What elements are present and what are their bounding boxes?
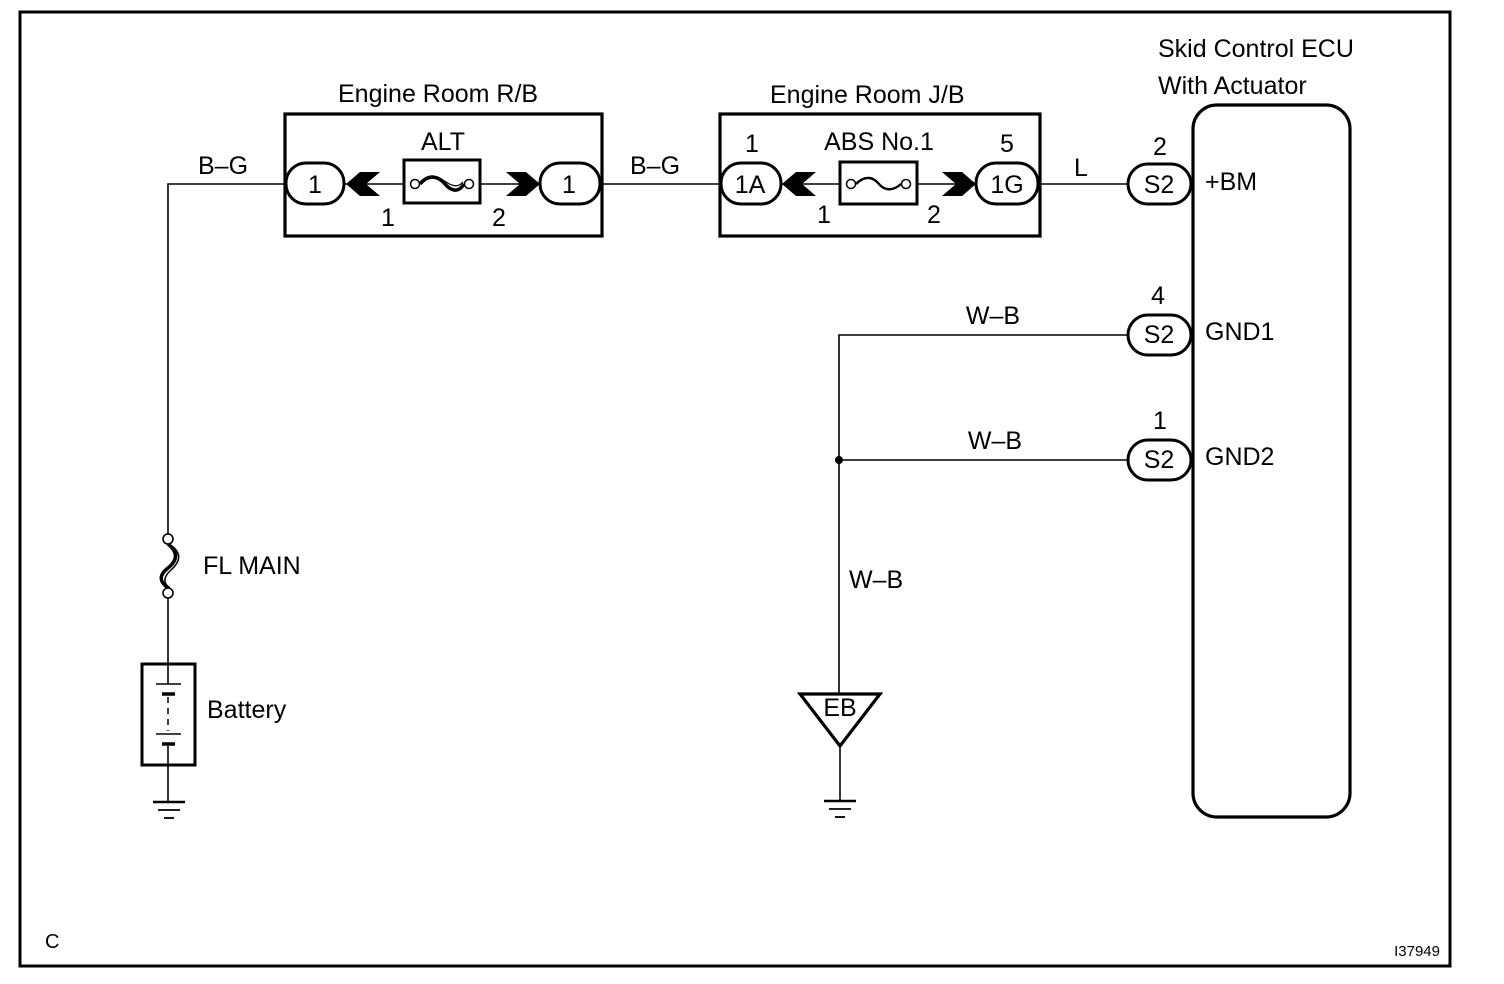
ecu-connector-bm-label: S2 (1144, 171, 1175, 199)
ecu-connector-bm-pin: 2 (1153, 133, 1167, 161)
junction-block-box (718, 112, 1042, 238)
ground-point-label: EB (823, 694, 856, 722)
junction-block-left-connector-label: 1A (735, 171, 766, 199)
relay-block-pin-2: 2 (492, 204, 506, 232)
ecu-connector-bm (1126, 162, 1193, 206)
junction-block-left-connector-pin: 1 (745, 130, 759, 158)
wire-gnd1 (838, 334, 1128, 700)
relay-block-title: Engine Room R/B (338, 80, 538, 108)
wire-label-rb-to-jb: B–G (630, 152, 680, 180)
corner-label: C (45, 931, 59, 953)
relay-block-pin-1: 1 (381, 204, 395, 232)
ecu-title-line2: With Actuator (1158, 72, 1307, 100)
connector-chevron-icon (346, 172, 380, 196)
relay-block-right-connector-label: 1 (562, 171, 576, 199)
ground-point-icon (796, 692, 884, 749)
wire-label-ground-trunk: W–B (849, 566, 903, 594)
fuse-icon (838, 160, 919, 206)
relay-block-left-connector (284, 161, 346, 206)
connector-chevron-icon (782, 172, 816, 196)
connector-chevron-icon (942, 172, 976, 196)
ground-icon (824, 799, 856, 818)
junction-block-right-connector-pin: 5 (1000, 130, 1014, 158)
wire-bg-battery-to-rb (167, 183, 286, 535)
battery-icon (140, 662, 197, 802)
ecu-connector-gnd2 (1126, 438, 1193, 482)
connector-chevron-icon (506, 172, 540, 196)
alt-fuse-label: ALT (421, 128, 465, 156)
ecu-terminal-bm: +BM (1205, 168, 1257, 196)
ecu-connector-gnd2-label: S2 (1144, 446, 1175, 474)
ground-icon (153, 800, 185, 819)
ecu-title-line1: Skid Control ECU (1158, 35, 1354, 63)
wire-label-gnd2: W–B (968, 427, 1022, 455)
junction-block-pin-1: 1 (817, 201, 831, 229)
ecu-connector-gnd1 (1126, 313, 1193, 357)
relay-block-right-connector (538, 161, 602, 206)
wire-label-jb-to-ecu: L (1074, 154, 1088, 182)
junction-block-title: Engine Room J/B (770, 81, 965, 109)
ecu-terminal-gnd2: GND2 (1205, 443, 1274, 471)
ecu-terminal-gnd1: GND1 (1205, 318, 1274, 346)
wire-label-battery-to-rb: B–G (198, 152, 248, 180)
figure-id: I37949 (1394, 943, 1440, 960)
splice-point-icon (835, 456, 843, 464)
fuse-icon (402, 158, 482, 205)
junction-block-left-connector (719, 161, 783, 206)
ecu-connector-gnd1-pin: 4 (1151, 282, 1165, 310)
abs-fuse-label: ABS No.1 (824, 128, 934, 156)
relay-block-left-connector-label: 1 (308, 171, 322, 199)
diagram-frame (18, 10, 1452, 968)
wire-label-gnd1: W–B (966, 302, 1020, 330)
ecu-connector-gnd1-label: S2 (1144, 321, 1175, 349)
fusible-link-label: FL MAIN (203, 552, 301, 580)
junction-block-right-connector-label: 1G (990, 171, 1023, 199)
battery-label: Battery (207, 696, 287, 724)
ecu-connector-gnd2-pin: 1 (1153, 407, 1167, 435)
junction-block-pin-2: 2 (927, 201, 941, 229)
ecu-box (1191, 103, 1352, 819)
fusible-link-icon (159, 533, 180, 599)
relay-block-box (283, 112, 604, 238)
